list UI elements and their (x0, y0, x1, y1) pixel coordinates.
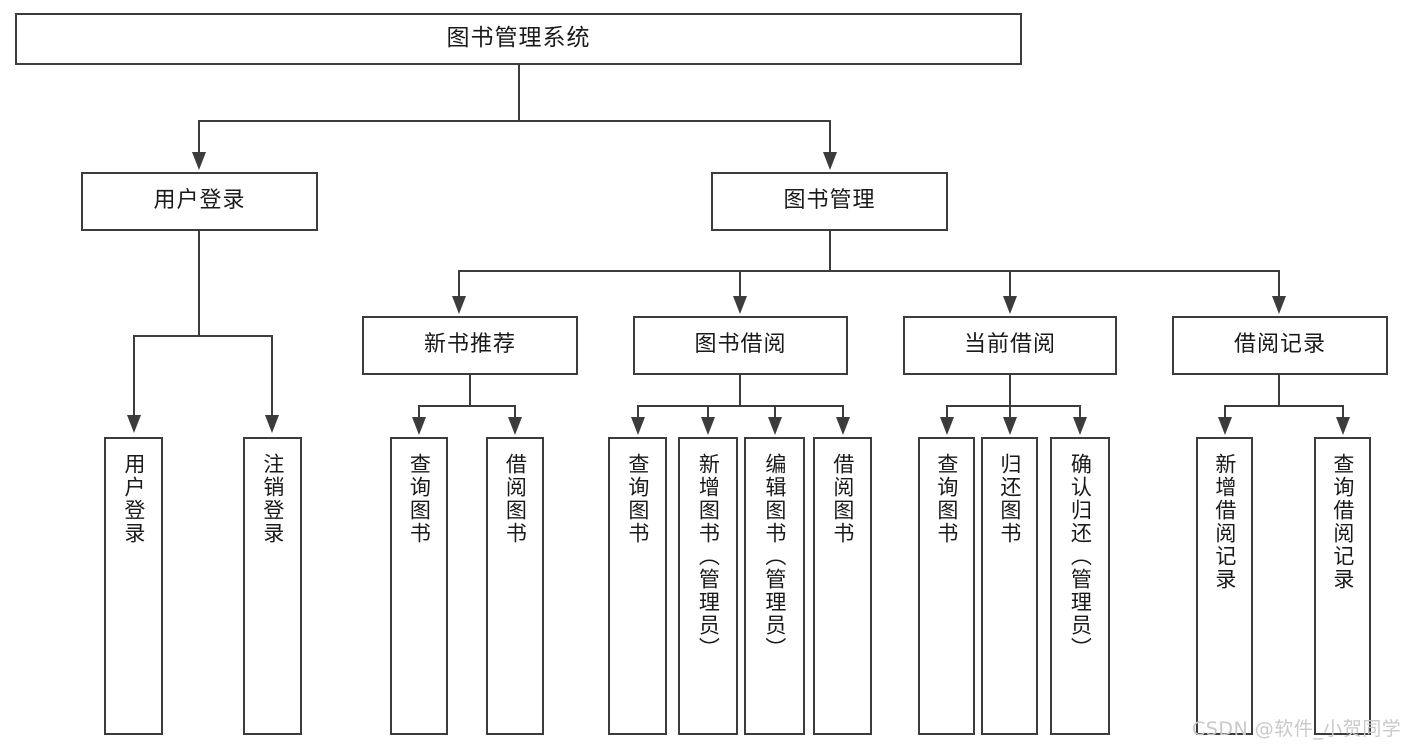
connector-cb-drop-2 (1009, 405, 1011, 419)
node-leaf-borrow-book-1-label: 借阅图书 (503, 453, 528, 545)
connector-user-login-stem (198, 231, 200, 335)
connector-br-stem (1278, 375, 1280, 405)
connector-br-bus (1224, 405, 1343, 407)
arrow-to-book-manage (823, 152, 837, 170)
arrow-to-leaf-user-login (127, 415, 141, 433)
node-leaf-borrow-book-2[interactable]: 借阅图书 (813, 437, 872, 735)
arrow-to-leaf-query-record (1336, 417, 1350, 435)
connector-cb-drop-1 (946, 405, 948, 419)
node-leaf-edit-book-label: 编辑图书（管理员） (762, 453, 787, 660)
connector-user-login-drop-1 (133, 335, 135, 417)
connector-br-drop-2 (1342, 405, 1344, 419)
arrow-to-leaf-query-book-3 (940, 417, 954, 435)
node-leaf-edit-book[interactable]: 编辑图书（管理员） (744, 437, 805, 735)
connector-bb-drop-3 (774, 405, 776, 419)
node-current-borrow[interactable]: 当前借阅 (903, 316, 1117, 375)
node-leaf-query-book-1[interactable]: 查询图书 (390, 437, 448, 735)
node-leaf-borrow-book-1[interactable]: 借阅图书 (486, 437, 544, 735)
connector-root-bus (198, 120, 831, 122)
node-leaf-add-record-label: 新增借阅记录 (1212, 453, 1237, 591)
node-current-borrow-label: 当前借阅 (963, 332, 1056, 358)
arrow-to-leaf-add-record (1218, 417, 1232, 435)
arrow-to-leaf-confirm-return (1073, 417, 1087, 435)
connector-cb-stem (1009, 375, 1011, 405)
node-new-book-recommend[interactable]: 新书推荐 (362, 316, 578, 375)
arrow-to-leaf-query-book-1 (412, 417, 426, 435)
connector-root-to-user-login (198, 120, 200, 154)
node-leaf-query-book-2[interactable]: 查询图书 (608, 437, 667, 735)
connector-bm-drop-2 (739, 270, 741, 298)
arrow-to-user-login (192, 152, 206, 170)
arrow-to-leaf-query-book-2 (631, 417, 645, 435)
connector-cb-drop-3 (1079, 405, 1081, 419)
node-leaf-logout-login[interactable]: 注销登录 (243, 437, 302, 735)
node-leaf-query-record-label: 查询借阅记录 (1330, 453, 1355, 591)
connector-nbr-drop-1 (418, 405, 420, 419)
connector-nbr-stem (469, 375, 471, 405)
node-leaf-borrow-book-2-label: 借阅图书 (830, 453, 855, 545)
node-book-borrow[interactable]: 图书借阅 (633, 316, 848, 375)
node-book-manage[interactable]: 图书管理 (711, 172, 948, 231)
connector-bb-stem (739, 375, 741, 405)
node-leaf-add-book-label: 新增图书（管理员） (696, 453, 721, 660)
node-root-system[interactable]: 图书管理系统 (15, 13, 1022, 65)
node-leaf-query-book-2-label: 查询图书 (625, 453, 650, 545)
arrow-to-leaf-borrow-book-2 (836, 417, 850, 435)
node-leaf-query-book-1-label: 查询图书 (407, 453, 432, 545)
connector-root-to-book-manage (829, 120, 831, 154)
node-leaf-confirm-return-label: 确认归还（管理员） (1068, 453, 1093, 660)
node-user-login[interactable]: 用户登录 (81, 172, 318, 231)
node-root-system-label: 图书管理系统 (446, 25, 591, 52)
node-leaf-query-record[interactable]: 查询借阅记录 (1314, 437, 1371, 735)
connector-user-login-drop-2 (271, 335, 273, 417)
node-leaf-add-book[interactable]: 新增图书（管理员） (678, 437, 738, 735)
node-leaf-user-login-label: 用户登录 (121, 453, 146, 545)
arrow-to-leaf-add-book (701, 417, 715, 435)
node-leaf-return-book-label: 归还图书 (997, 453, 1022, 545)
node-book-borrow-label: 图书借阅 (694, 332, 787, 358)
connector-nbr-drop-2 (514, 405, 516, 419)
connector-nbr-bus (418, 405, 516, 407)
connector-bb-drop-4 (842, 405, 844, 419)
connector-root-stem (518, 65, 520, 120)
arrow-to-leaf-return-book (1003, 417, 1017, 435)
connector-bm-drop-1 (458, 270, 460, 298)
arrow-to-current-borrow (1003, 296, 1017, 314)
connector-bm-drop-3 (1009, 270, 1011, 298)
connector-book-manage-stem (829, 231, 831, 270)
arrow-to-leaf-edit-book (768, 417, 782, 435)
connector-bb-drop-2 (707, 405, 709, 419)
connector-bb-bus (637, 405, 843, 407)
node-leaf-query-book-3-label: 查询图书 (934, 453, 959, 545)
node-user-login-label: 用户登录 (153, 188, 246, 214)
node-leaf-add-record[interactable]: 新增借阅记录 (1196, 437, 1253, 735)
arrow-to-leaf-borrow-book-1 (508, 417, 522, 435)
node-book-manage-label: 图书管理 (783, 188, 876, 214)
arrow-to-book-borrow (733, 296, 747, 314)
connector-user-login-bus (133, 335, 272, 337)
node-leaf-query-book-3[interactable]: 查询图书 (918, 437, 975, 735)
node-new-book-recommend-label: 新书推荐 (423, 332, 516, 358)
connector-br-drop-1 (1224, 405, 1226, 419)
arrow-to-leaf-logout-login (265, 415, 279, 433)
node-borrow-record-label: 借阅记录 (1233, 332, 1326, 358)
connector-bb-drop-1 (637, 405, 639, 419)
arrow-to-borrow-record (1272, 296, 1286, 314)
node-leaf-logout-login-label: 注销登录 (260, 453, 285, 545)
connector-book-manage-bus (458, 270, 1279, 272)
node-borrow-record[interactable]: 借阅记录 (1172, 316, 1388, 375)
connector-bm-drop-4 (1278, 270, 1280, 298)
arrow-to-new-book-recommend (452, 296, 466, 314)
node-leaf-user-login[interactable]: 用户登录 (104, 437, 163, 735)
connector-cb-bus (946, 405, 1080, 407)
node-leaf-return-book[interactable]: 归还图书 (981, 437, 1038, 735)
node-leaf-confirm-return[interactable]: 确认归还（管理员） (1050, 437, 1110, 735)
